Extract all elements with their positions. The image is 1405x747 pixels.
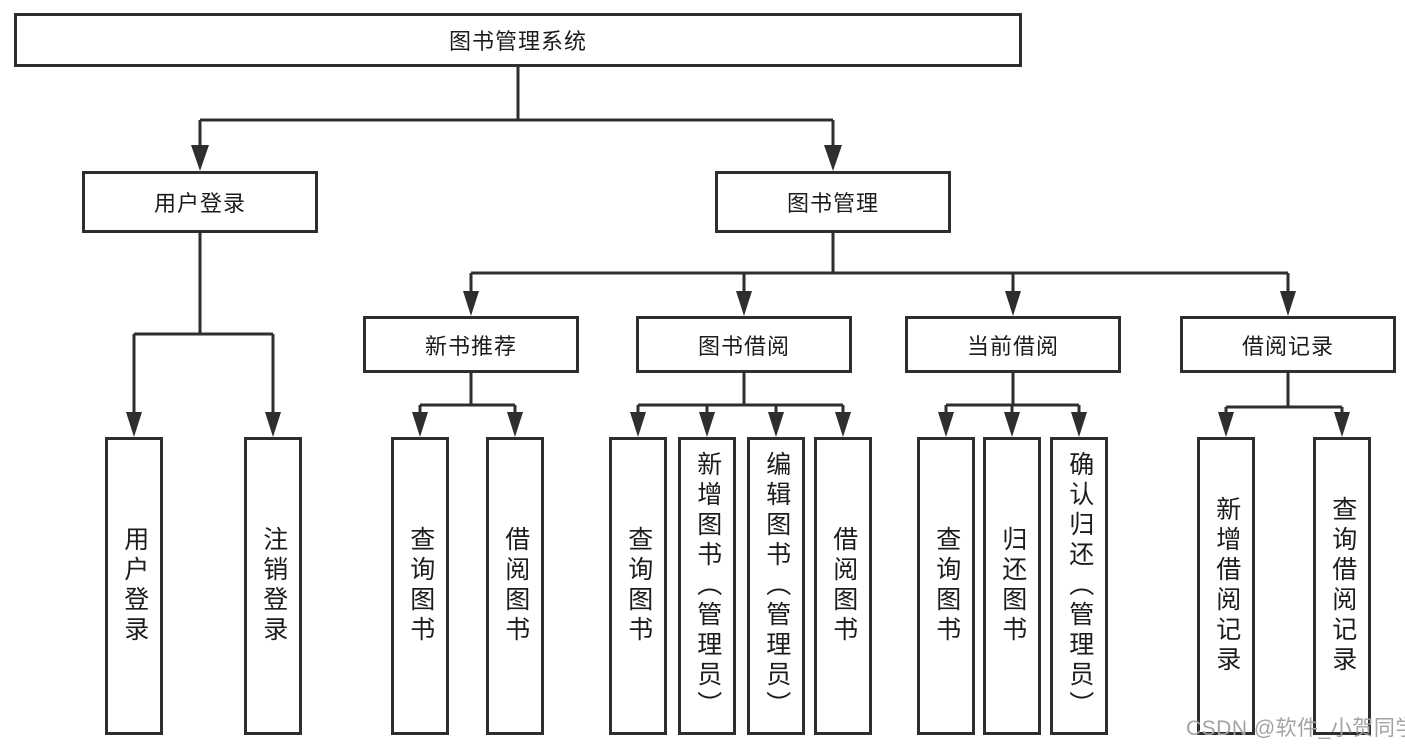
node-book-management-label: 图书管理	[786, 191, 879, 216]
leaf-borrow-books-label: 借阅图书	[829, 526, 858, 646]
node-root-system: 图书管理系统	[14, 13, 1022, 67]
node-new-book-recommend-label: 新书推荐	[424, 333, 517, 359]
node-new-book-recommend: 新书推荐	[363, 316, 579, 373]
csdn-watermark: CSDN @软件_小贺同学	[1186, 717, 1405, 740]
node-user-login-module-label: 用户登录	[153, 191, 246, 216]
leaf-query-books-borrow-label: 查询图书	[624, 526, 653, 646]
node-borrow-records: 借阅记录	[1180, 316, 1396, 373]
leaf-user-login: 用户登录	[105, 437, 163, 735]
leaf-logout-label: 注销登录	[259, 526, 288, 646]
leaf-return-book: 归还图书	[983, 437, 1041, 735]
node-current-borrow-label: 当前借阅	[966, 333, 1059, 359]
leaf-confirm-return-admin: 确认归还（管理员）	[1050, 437, 1108, 735]
leaf-borrow-books-recommend: 借阅图书	[486, 437, 544, 735]
leaf-query-books-current-label: 查询图书	[932, 526, 961, 646]
leaf-borrow-books-recommend-label: 借阅图书	[501, 526, 530, 646]
leaf-confirm-return-admin-label: 确认归还（管理员）	[1065, 451, 1094, 721]
leaf-query-books-borrow: 查询图书	[609, 437, 667, 735]
leaf-query-borrow-record: 查询借阅记录	[1313, 437, 1371, 735]
leaf-return-book-label: 归还图书	[998, 526, 1027, 646]
node-user-login-module: 用户登录	[82, 171, 318, 233]
node-book-borrow-label: 图书借阅	[697, 333, 790, 359]
leaf-edit-book-admin-label: 编辑图书（管理员）	[762, 451, 791, 721]
node-book-borrow: 图书借阅	[636, 316, 852, 373]
node-current-borrow: 当前借阅	[905, 316, 1121, 373]
leaf-edit-book-admin: 编辑图书（管理员）	[747, 437, 805, 735]
leaf-add-borrow-record-label: 新增借阅记录	[1212, 496, 1241, 676]
leaf-logout: 注销登录	[244, 437, 302, 735]
node-book-management: 图书管理	[715, 171, 951, 233]
leaf-borrow-books: 借阅图书	[814, 437, 872, 735]
leaf-add-book-admin-label: 新增图书（管理员）	[693, 451, 722, 721]
leaf-query-borrow-record-label: 查询借阅记录	[1328, 496, 1357, 676]
leaf-add-book-admin: 新增图书（管理员）	[678, 437, 736, 735]
leaf-query-books-recommend-label: 查询图书	[406, 526, 435, 646]
leaf-add-borrow-record: 新增借阅记录	[1197, 437, 1255, 735]
leaf-query-books-recommend: 查询图书	[391, 437, 449, 735]
leaf-user-login-label: 用户登录	[120, 526, 149, 646]
node-root-label: 图书管理系统	[448, 29, 587, 54]
arrowheads	[126, 145, 1350, 437]
leaf-query-books-current: 查询图书	[917, 437, 975, 735]
node-borrow-records-label: 借阅记录	[1241, 333, 1334, 359]
